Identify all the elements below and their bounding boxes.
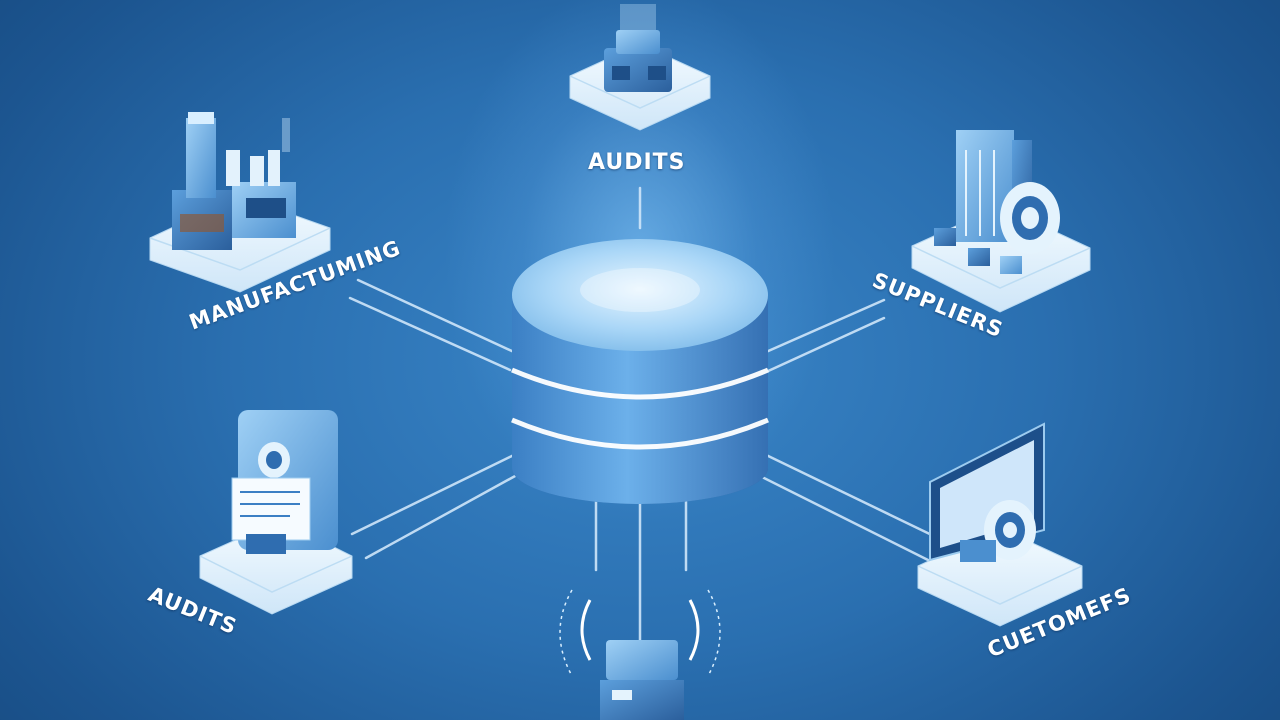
database-cylinder [511, 239, 769, 504]
server-signal-icon [559, 589, 721, 720]
connector-manufacturing-1 [356, 278, 516, 354]
connector-suppliers-2 [764, 316, 886, 374]
server-icon [569, 4, 711, 131]
document-scanner-icon [199, 410, 353, 615]
connector-lines [348, 186, 940, 652]
monitor-icon [917, 422, 1083, 627]
node-label-top: AUDITS [588, 150, 686, 175]
connector-customers-2 [750, 470, 930, 562]
connector-suppliers-1 [764, 298, 886, 354]
warehouse-icon [911, 130, 1091, 313]
connector-audits-2 [364, 468, 528, 560]
factory-icon [149, 112, 331, 293]
connector-audits-1 [350, 450, 522, 536]
connector-manufacturing-2 [348, 296, 512, 372]
connector-customers-1 [758, 450, 940, 540]
